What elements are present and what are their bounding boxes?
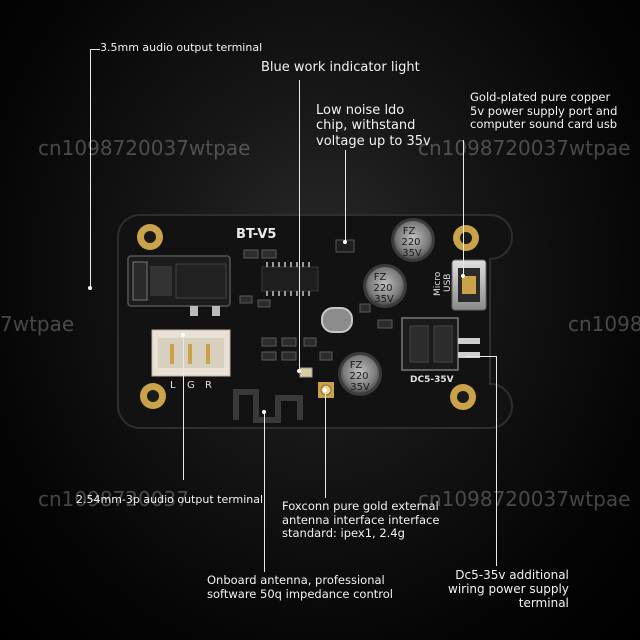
label-line: 5v power supply port and bbox=[470, 103, 618, 118]
mounting-hole bbox=[450, 384, 476, 410]
leader-dot bbox=[323, 388, 327, 392]
leader-line bbox=[183, 335, 184, 480]
label-line: standard: ipex1, 2.4g bbox=[282, 526, 405, 541]
label-line: chip, withstand bbox=[316, 118, 416, 134]
main-chip bbox=[261, 262, 319, 296]
leader-line bbox=[264, 412, 265, 572]
label-line: wiring power supply bbox=[448, 582, 569, 597]
watermark-text: cn1098720037wtpae bbox=[38, 136, 251, 160]
mounting-hole bbox=[453, 225, 479, 251]
label-line: voltage up to 35v bbox=[316, 133, 431, 149]
cap-text: 220 bbox=[401, 237, 420, 248]
cap-text: 220 bbox=[373, 283, 392, 294]
cap-text: 35V bbox=[402, 248, 422, 259]
usb-silkscreen: USB bbox=[443, 274, 453, 292]
leader-dot bbox=[262, 410, 266, 414]
watermark-text: cn1098 bbox=[568, 312, 640, 336]
watermark-text: 7wtpae bbox=[0, 312, 75, 336]
cap-text: 35V bbox=[350, 382, 370, 393]
cap-text: FZ bbox=[403, 226, 416, 237]
crystal-oscillator bbox=[321, 307, 353, 333]
leader-dot bbox=[181, 333, 185, 337]
leader-dot bbox=[88, 286, 92, 290]
blue-led bbox=[299, 367, 313, 378]
cap-text: 220 bbox=[349, 371, 368, 382]
leader-line bbox=[90, 49, 91, 287]
label-line: Low noise ldo bbox=[316, 103, 405, 118]
label-line: Dc5-35v additional bbox=[455, 568, 569, 582]
leader-dot bbox=[461, 274, 465, 278]
cap-text: FZ bbox=[374, 272, 387, 283]
label-usb-port: Gold-plated pure copper 5v power supply … bbox=[470, 90, 618, 132]
capacitor-2 bbox=[363, 264, 407, 308]
audio-jack-35mm bbox=[127, 255, 231, 316]
leader-dot bbox=[297, 369, 301, 373]
label-line: antenna interface interface bbox=[282, 512, 440, 527]
label-line: Onboard antenna, professional bbox=[207, 573, 385, 587]
smd-components bbox=[239, 249, 393, 361]
watermark-text: cn1098720037wtpae bbox=[418, 136, 631, 160]
board-model: BT-V5 bbox=[236, 227, 276, 242]
leader-line bbox=[345, 150, 346, 242]
usb-silkscreen: Micro bbox=[433, 271, 443, 296]
label-line: computer sound card usb bbox=[470, 117, 618, 132]
pin-label: G bbox=[187, 380, 195, 391]
pin-label: R bbox=[205, 380, 212, 391]
pin-label: L bbox=[170, 380, 176, 391]
dc-power-terminal bbox=[401, 317, 480, 371]
mounting-hole bbox=[140, 383, 166, 409]
label-audio-254mm: 2.54mm-3p audio output terminal bbox=[76, 493, 264, 506]
label-foxconn-antenna: Foxconn pure gold external antenna inter… bbox=[282, 499, 440, 541]
pcb-antenna bbox=[233, 389, 303, 423]
ipex-antenna-connector bbox=[318, 382, 334, 398]
audio-header-254mm bbox=[151, 329, 231, 377]
capacitor-3 bbox=[338, 352, 382, 396]
mounting-hole bbox=[137, 224, 163, 250]
dc-silkscreen: DC5-35V bbox=[410, 375, 454, 385]
label-blue-indicator: Blue work indicator light bbox=[261, 60, 420, 75]
leader-line bbox=[496, 356, 497, 566]
watermark-text: cn1098720037wtpae bbox=[418, 487, 631, 511]
label-ldo-chip: Low noise ldo chip, withstand voltage up… bbox=[316, 103, 431, 149]
cap-text: FZ bbox=[350, 360, 363, 371]
leader-line bbox=[325, 390, 326, 498]
watermark-text: cn1098720037 bbox=[38, 487, 189, 511]
cap-text: 35V bbox=[374, 294, 394, 305]
leader-line bbox=[463, 140, 464, 275]
label-dc-terminal: Dc5-35v additional wiring power supply t… bbox=[448, 568, 569, 610]
leader-line bbox=[90, 49, 100, 50]
leader-line bbox=[299, 80, 300, 370]
label-line: Foxconn pure gold external bbox=[282, 499, 439, 513]
label-line: Gold-plated pure copper bbox=[470, 90, 611, 104]
label-audio-35mm: 3.5mm audio output terminal bbox=[100, 41, 263, 54]
label-line: terminal bbox=[518, 596, 569, 611]
capacitor-1 bbox=[391, 218, 435, 262]
label-line: software 50q impedance control bbox=[207, 586, 393, 601]
micro-usb-port bbox=[451, 259, 487, 311]
leader-line bbox=[465, 356, 497, 357]
label-onboard-antenna: Onboard antenna, professional software 5… bbox=[207, 573, 393, 601]
leader-dot bbox=[343, 240, 347, 244]
